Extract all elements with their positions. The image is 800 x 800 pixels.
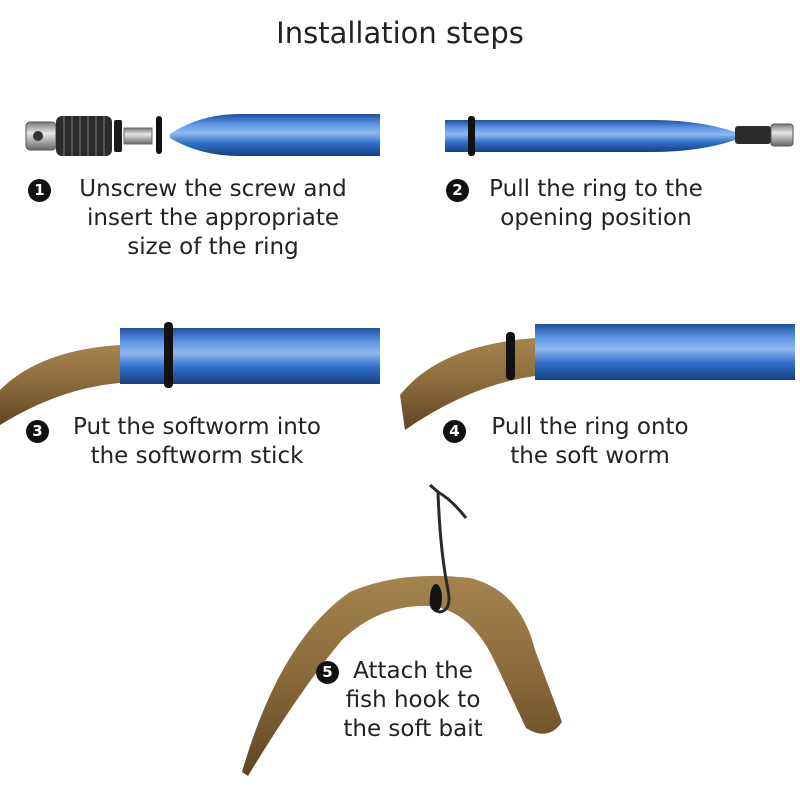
step-4-text: Pull the ring onto the soft worm	[472, 413, 708, 471]
step-number-3: 3	[26, 420, 49, 443]
screw-cap	[770, 123, 794, 147]
step-5-line-3: the soft bait	[343, 716, 483, 742]
ring	[468, 116, 475, 156]
ring	[506, 332, 515, 380]
step-1-text: Unscrew the screw and insert the appropr…	[58, 175, 368, 262]
step-5-text: Attach the fish hook to the soft bait	[338, 657, 488, 744]
step4-illustration	[400, 324, 795, 430]
step-2-text: Pull the ring to the opening position	[472, 175, 720, 233]
step-2-line-1: Pull the ring to the	[489, 176, 703, 202]
step-4-line-2: the soft worm	[510, 443, 670, 469]
step-number-1: 1	[28, 179, 51, 202]
screw-washer	[114, 120, 122, 152]
step-1-line-3: size of the ring	[127, 234, 299, 260]
step-4-line-1: Pull the ring onto	[491, 414, 689, 440]
step-5-line-1: Attach the	[353, 658, 473, 684]
step-number-5: 5	[316, 661, 339, 684]
step-1-line-2: insert the appropriate	[87, 205, 339, 231]
blue-tube	[170, 114, 380, 156]
fish-hook-point	[437, 490, 468, 519]
step-2-line-2: opening position	[500, 205, 692, 231]
step-3-line-1: Put the softworm into	[73, 414, 321, 440]
step-1-line-1: Unscrew the screw and	[79, 176, 347, 202]
screw-spring	[56, 116, 112, 156]
step-number-4: 4	[443, 420, 466, 443]
ring	[164, 322, 173, 388]
step-5-line-2: fish hook to	[345, 687, 481, 713]
step-number-2: 2	[446, 179, 469, 202]
loose-ring	[156, 116, 162, 154]
page-title: Installation steps	[276, 16, 524, 50]
step-3-line-2: the softworm stick	[90, 443, 304, 469]
soft-worm	[0, 345, 120, 425]
step1-illustration	[25, 114, 380, 156]
ring	[430, 584, 442, 612]
screw-thread	[123, 127, 153, 145]
screw-hole	[33, 131, 43, 141]
screw-spring	[735, 126, 771, 144]
blue-tube	[535, 324, 795, 380]
step5-illustration	[242, 483, 562, 776]
step3-illustration	[0, 322, 380, 425]
soft-worm	[400, 338, 535, 430]
blue-tube	[120, 328, 380, 384]
blue-tube	[445, 120, 735, 152]
soft-worm	[242, 575, 562, 776]
step2-illustration	[445, 116, 794, 156]
step-3-text: Put the softworm into the softworm stick	[52, 413, 342, 471]
